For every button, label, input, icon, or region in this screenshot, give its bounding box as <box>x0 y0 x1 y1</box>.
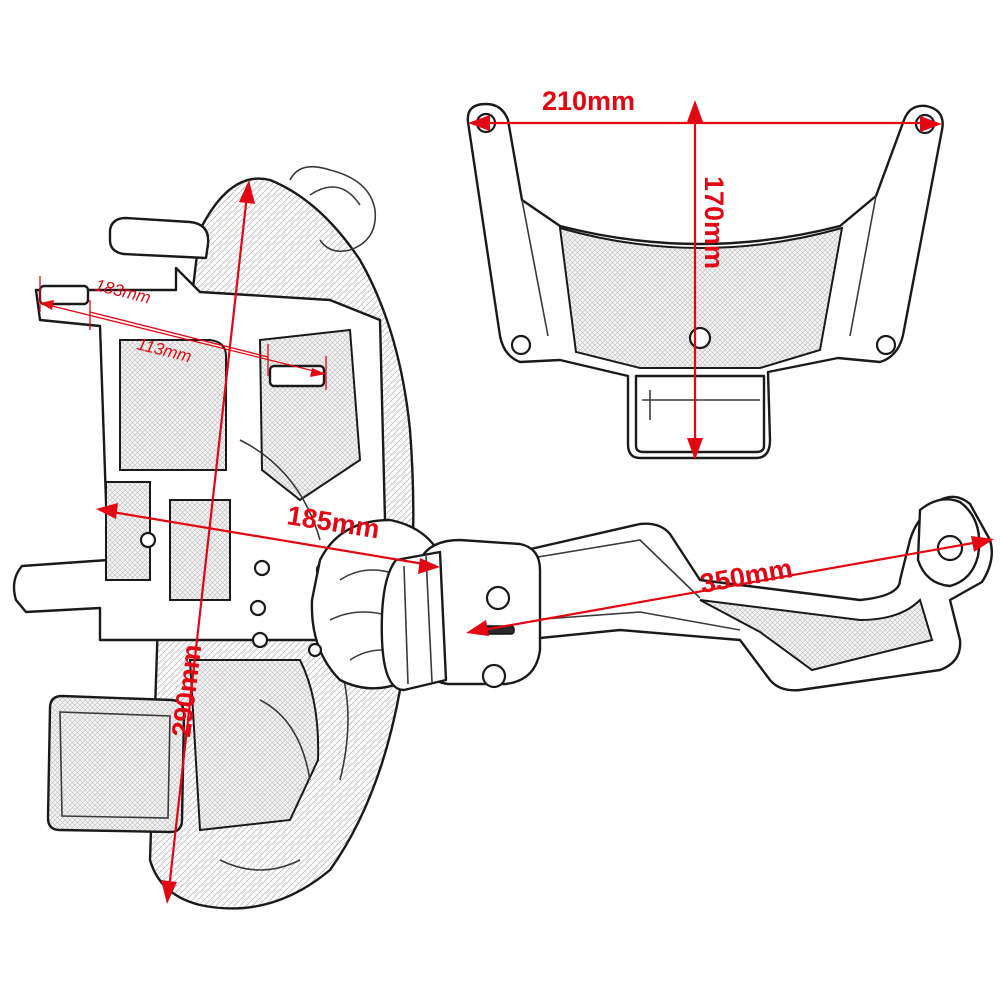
spacer-lines <box>403 555 433 685</box>
bracket-hole-center <box>688 326 712 350</box>
fender-panel-lower <box>188 659 320 832</box>
bracket-tab <box>634 374 766 454</box>
dim-185-line <box>99 508 437 568</box>
light-cap <box>108 216 210 260</box>
dim-350-arrow-left <box>466 620 489 636</box>
pivot-bolt <box>307 642 323 658</box>
spacer <box>380 550 448 692</box>
dim-350-arrow-right <box>971 536 994 552</box>
dim-183-arrow-left <box>40 300 54 310</box>
label-210: 210mm <box>542 86 635 116</box>
frame-slot-1 <box>119 339 227 471</box>
arm-inner <box>699 598 934 672</box>
dimension-annotations <box>39 100 994 904</box>
knuckle-bolt-bottom <box>481 663 507 689</box>
dim-170-arrow-top <box>687 100 703 122</box>
frame-slot-4 <box>169 499 231 601</box>
dim-350-line <box>471 538 991 634</box>
slot-left <box>38 284 90 306</box>
wiring <box>289 165 377 253</box>
fender-contours <box>219 439 349 871</box>
dim-113-line <box>89 311 269 358</box>
arm-edges <box>519 539 741 631</box>
dim-185-arrow-right <box>418 558 440 574</box>
dim-290-arrow-top <box>239 180 255 204</box>
dim-290-arrow-bottom <box>161 880 177 904</box>
screw-3 <box>249 599 267 617</box>
dim-183-arrow-right <box>310 368 326 377</box>
bracket-web <box>558 226 844 369</box>
dim-210-arrow-left <box>468 115 490 131</box>
screw-4 <box>251 631 269 649</box>
screw-5 <box>139 531 157 549</box>
mounting-bracket <box>466 102 944 460</box>
reflector <box>46 694 186 834</box>
dim-183-line <box>39 302 327 375</box>
bracket-hole-br <box>875 334 897 356</box>
reflector-inner <box>59 711 171 819</box>
screw-1 <box>253 559 271 577</box>
dim-290-line <box>166 185 250 899</box>
bracket-fold-lines <box>521 195 877 337</box>
frame-slot-3 <box>105 481 151 581</box>
slot-right <box>268 364 326 388</box>
plate-holder <box>12 165 450 910</box>
dim-185-arrow-left <box>96 503 118 519</box>
knuckle-bolt-top <box>485 585 511 611</box>
dim-210-arrow-right <box>920 116 942 132</box>
label-170: 170mm <box>699 176 729 269</box>
dim-170-arrow-bottom <box>687 438 703 460</box>
bracket-hole-bl <box>510 334 532 356</box>
bracket-tab-detail <box>642 390 760 420</box>
